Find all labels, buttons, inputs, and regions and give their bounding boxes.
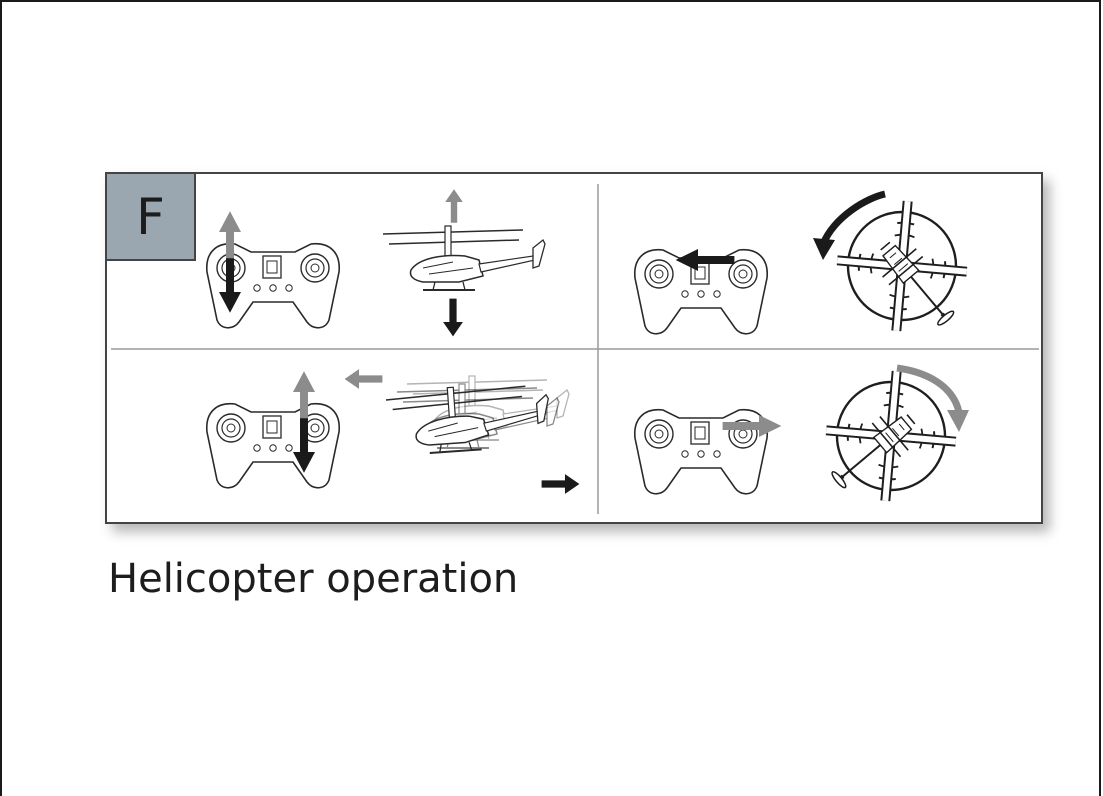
rotate-ccw-arrow-dark bbox=[819, 190, 886, 246]
rotate-cw-arrowhead-gray bbox=[947, 410, 969, 432]
heli-up-arrow-gray bbox=[445, 189, 463, 223]
section-label-box: F bbox=[107, 174, 196, 261]
rotate-ccw-arrowhead-dark bbox=[813, 238, 835, 260]
diagram-artwork bbox=[111, 184, 1039, 526]
rotate-cw-arrow-gray bbox=[896, 364, 963, 413]
remote-controller-icon bbox=[205, 402, 341, 489]
operation-diagram-panel: F bbox=[105, 172, 1043, 524]
heli-forward-arrow-gray bbox=[344, 369, 383, 389]
heli-backward-arrow-dark bbox=[541, 474, 580, 494]
section-label: F bbox=[136, 187, 165, 246]
helicopter-side-icon bbox=[382, 225, 546, 291]
heli-down-arrow-dark bbox=[443, 298, 463, 337]
page-caption: Helicopter operation bbox=[108, 556, 519, 602]
